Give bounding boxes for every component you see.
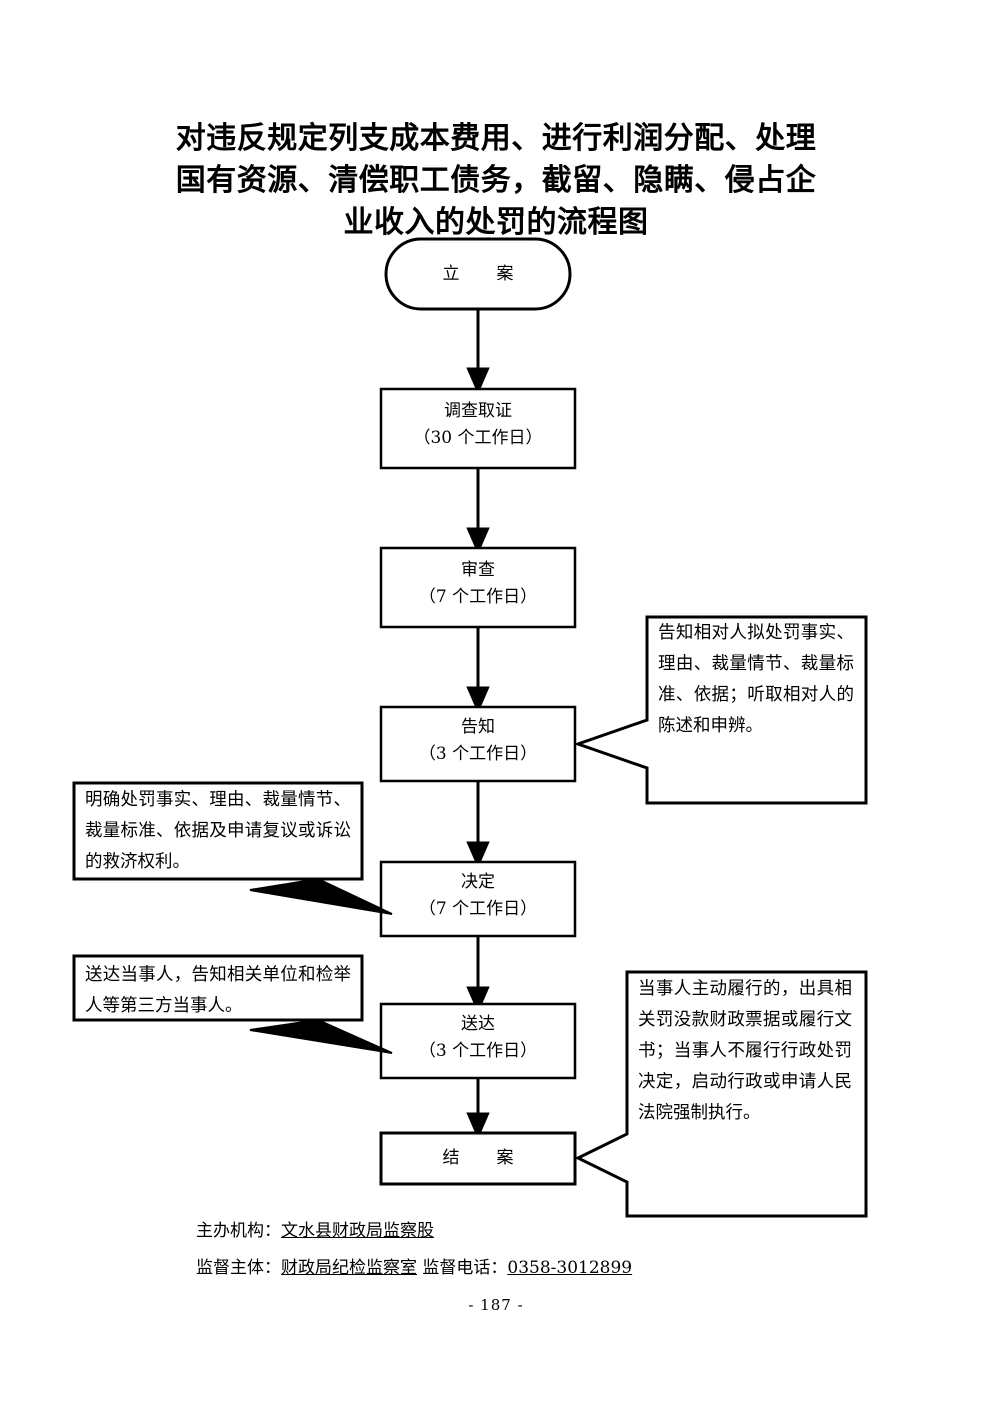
node-jiean-shape xyxy=(379,1131,577,1186)
footer-supervisor-label: 监督主体： xyxy=(196,1258,281,1278)
annotation-jueding-pointer xyxy=(249,877,393,915)
node-shencha-shape xyxy=(379,546,577,629)
annotation-songda-box xyxy=(72,954,364,1022)
node-jueding-shape xyxy=(379,860,577,938)
footer-organizer-label: 主办机构： xyxy=(196,1221,281,1241)
annotation-gaozhi-shape xyxy=(573,615,868,805)
node-diaochaquzheng-shape xyxy=(379,387,577,470)
annotation-jueding-box xyxy=(72,781,364,881)
footer-supervisor-value: 财政局纪检监察室 xyxy=(281,1258,417,1278)
footer-supervisor: 监督主体：财政局纪检监察室 监督电话：0358-3012899 xyxy=(196,1256,632,1280)
footer-organizer: 主办机构：文水县财政局监察股 xyxy=(196,1219,434,1243)
node-songda-shape xyxy=(379,1002,577,1080)
title-line-3: 业收入的处罚的流程图 xyxy=(343,205,649,240)
page-number: - 187 - xyxy=(468,1296,524,1314)
node-liaan-shape xyxy=(384,237,572,311)
title-line-2: 国有资源、清偿职工债务，截留、隐瞒、侵占企 xyxy=(175,163,817,198)
footer-phone-label: 监督电话： xyxy=(422,1258,508,1278)
footer-organizer-value: 文水县财政局监察股 xyxy=(281,1221,434,1241)
node-gaozhi-shape xyxy=(379,705,577,783)
title-line-1: 对违反规定列支成本费用、进行利润分配、处理 xyxy=(175,121,817,156)
annotation-songda-pointer xyxy=(249,1018,393,1054)
page-title: 对违反规定列支成本费用、进行利润分配、处理 国有资源、清偿职工债务，截留、隐瞒、… xyxy=(140,118,852,244)
footer-phone-value: 0358-3012899 xyxy=(507,1258,633,1278)
annotation-jiean-shape xyxy=(574,970,868,1218)
